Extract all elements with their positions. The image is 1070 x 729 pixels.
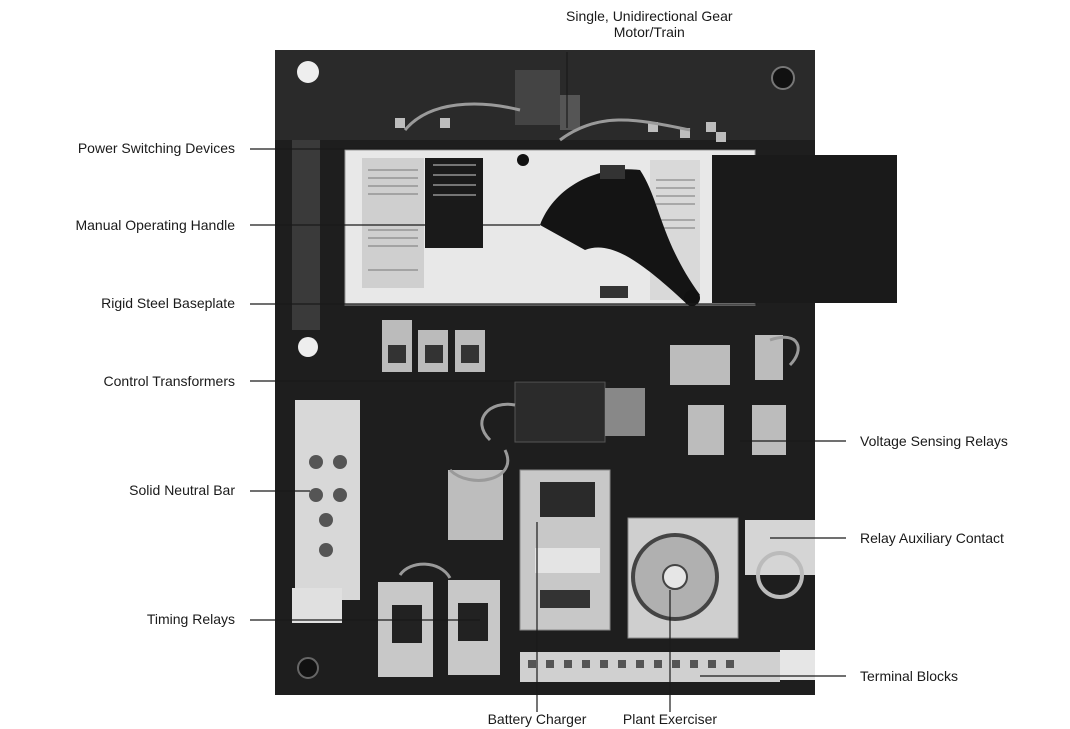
cover-tag-bottom bbox=[600, 286, 628, 298]
neutral-bar bbox=[295, 400, 360, 600]
exerciser-dial-center bbox=[662, 564, 688, 590]
label-control-transformers: Control Transformers bbox=[103, 373, 235, 389]
leader-lines bbox=[250, 52, 846, 712]
label-voltage-relays: Voltage Sensing Relays bbox=[860, 433, 1008, 449]
control-transformer-2 bbox=[605, 388, 645, 436]
switch-right-block bbox=[712, 155, 897, 303]
handle-knob bbox=[684, 290, 700, 306]
terminal-block-cells bbox=[528, 660, 734, 668]
manual-handle bbox=[540, 169, 700, 305]
label-text-lines bbox=[368, 169, 695, 271]
gear-motor bbox=[515, 70, 560, 125]
terminal-block-strip bbox=[520, 652, 780, 682]
label-gear-motor-line1: Single, Unidirectional Gear bbox=[566, 8, 733, 24]
power-lugs bbox=[382, 320, 485, 372]
mount-hole-tl bbox=[297, 61, 319, 83]
neutral-label-plate bbox=[292, 588, 342, 623]
battery-connector bbox=[540, 590, 590, 608]
label-battery-charger: Battery Charger bbox=[487, 711, 587, 727]
corner-tag bbox=[780, 650, 815, 680]
label-neutral-bar: Solid Neutral Bar bbox=[129, 482, 235, 498]
label-baseplate: Rigid Steel Baseplate bbox=[101, 295, 235, 311]
mount-hole-tr bbox=[771, 66, 795, 90]
wires bbox=[398, 102, 800, 579]
neutral-lugs bbox=[309, 455, 347, 557]
top-terminals bbox=[395, 118, 726, 142]
left-rail bbox=[292, 140, 320, 330]
cover-label-mid bbox=[425, 158, 483, 248]
handle-pivot bbox=[517, 154, 529, 166]
mount-hole-ml bbox=[298, 337, 318, 357]
label-manual-handle: Manual Operating Handle bbox=[75, 217, 235, 233]
gear-motor-shaft bbox=[560, 95, 580, 130]
battery-meter bbox=[540, 482, 595, 517]
cover-tag-top bbox=[600, 165, 625, 179]
label-power-switching: Power Switching Devices bbox=[77, 140, 235, 156]
mount-hole-bl bbox=[297, 657, 319, 679]
label-terminal-blocks: Terminal Blocks bbox=[860, 668, 959, 684]
aux-contact bbox=[745, 520, 815, 575]
timing-relay-blocks bbox=[378, 580, 500, 677]
label-gear-motor-line2: Motor/Train bbox=[613, 24, 685, 40]
aux-contact-ring bbox=[756, 551, 804, 599]
label-gear-motor: Single, Unidirectional Gear Motor/Train bbox=[566, 8, 733, 40]
label-plant-exerciser: Plant Exerciser bbox=[622, 711, 718, 727]
cover-label-left bbox=[362, 158, 424, 288]
label-timing-relays: Timing Relays bbox=[146, 611, 235, 627]
battery-label bbox=[535, 548, 600, 573]
control-transformer bbox=[514, 381, 606, 443]
voltage-relays bbox=[670, 335, 786, 455]
label-aux-contact: Relay Auxiliary Contact bbox=[860, 530, 1004, 546]
